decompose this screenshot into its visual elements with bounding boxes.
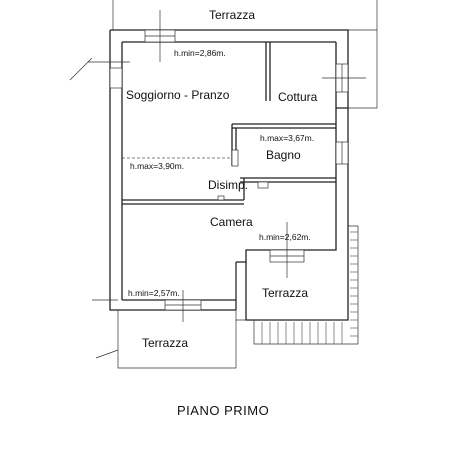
height-label-soggiorno-min: h.min=2,86m. (174, 48, 226, 58)
room-label-terrazza-top: Terrazza (209, 8, 255, 22)
room-label-terrazza-bottom: Terrazza (142, 336, 188, 350)
plan-title: PIANO PRIMO (177, 403, 269, 418)
room-label-cottura: Cottura (278, 90, 318, 104)
height-label-bagno-max: h.max=3,67m. (260, 133, 314, 143)
room-label-disimpegno: Disimp. (208, 178, 248, 192)
height-label-terrazza-min: h.min=2,57m. (128, 288, 180, 298)
terrace-bottom-outline (117, 310, 237, 369)
height-label-soggiorno-max: h.max=3,90m. (130, 161, 184, 171)
room-label-terrazza-right: Terrazza (262, 286, 308, 300)
hatched-ramp (253, 225, 359, 345)
room-label-bagno: Bagno (266, 148, 301, 162)
room-label-camera: Camera (210, 215, 253, 229)
room-label-soggiorno: Soggiorno - Pranzo (126, 88, 230, 102)
axis-lines (69, 10, 366, 359)
height-label-camera-min: h.min=2,62m. (259, 232, 311, 242)
door-symbols (217, 149, 269, 201)
